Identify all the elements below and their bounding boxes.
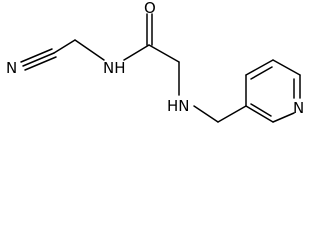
nitrile-triple-bond-3 bbox=[24, 56, 57, 71]
amide-nitrogen-label: NH bbox=[103, 59, 126, 77]
nitrile-triple-bond-1 bbox=[22, 52, 55, 67]
nitrile-triple-bond-2 bbox=[20, 48, 53, 63]
bond-amine-n-to-ch2 bbox=[193, 105, 219, 123]
bond-ch2-to-pyridine bbox=[217, 105, 247, 123]
ring-bond-c2-c3 bbox=[245, 105, 274, 123]
structure-diagram: N NH O HN N bbox=[6, 0, 304, 123]
bond-amide-n-to-carbonyl bbox=[123, 44, 150, 61]
bond-carbonyl-to-ch2 bbox=[148, 44, 180, 63]
amine-nitrogen-label: HN bbox=[167, 97, 190, 115]
ring-bond-c4-c5 bbox=[245, 59, 274, 76]
ring-bond-n-c2 bbox=[272, 112, 295, 123]
ring-inner-double-c2-c3 bbox=[250, 103, 272, 117]
pyridine-nitrogen-label: N bbox=[293, 99, 304, 117]
carbonyl-oxygen-label: O bbox=[144, 0, 156, 17]
bond-cn-carbon-to-ch2 bbox=[53, 39, 76, 54]
bond-ch2-to-amide-n bbox=[74, 39, 105, 61]
ring-inner-double-c4-c5 bbox=[250, 66, 273, 80]
nitrile-nitrogen-label: N bbox=[6, 59, 17, 77]
ring-bond-c5-c6 bbox=[272, 59, 301, 76]
